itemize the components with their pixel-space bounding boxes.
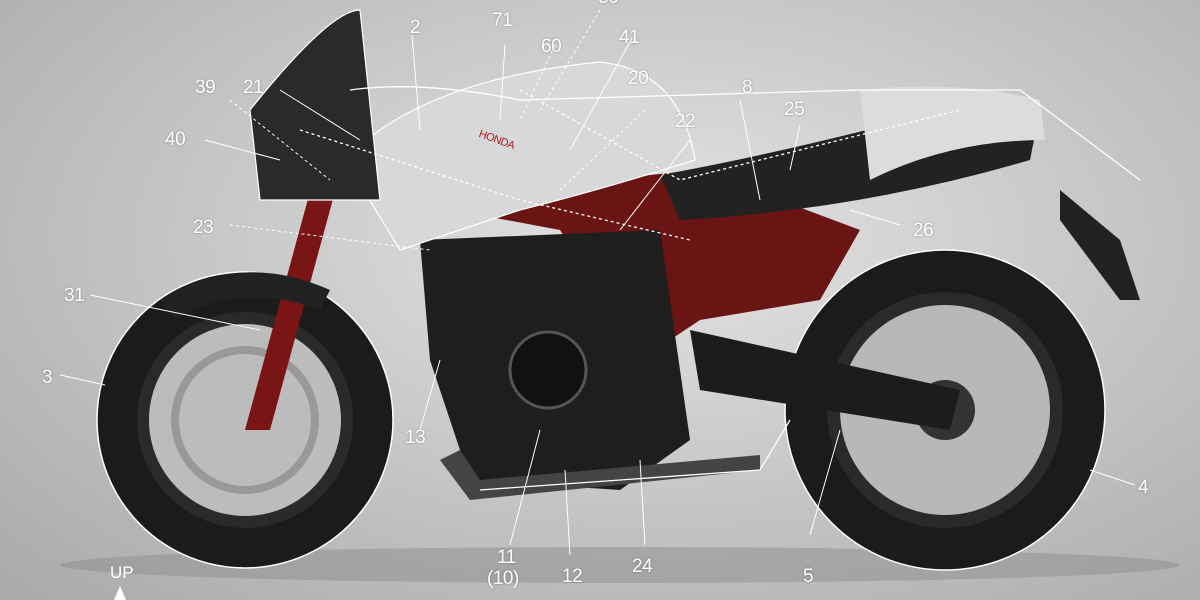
ref-label-25: 25 [784, 99, 805, 120]
ref-label-40: 40 [165, 129, 186, 150]
ref-label-80: 80 [598, 0, 619, 8]
ref-label-41: 41 [619, 27, 640, 48]
ref-label-31: 31 [64, 285, 85, 306]
ref-label-12: 12 [562, 566, 583, 587]
front-fender [160, 272, 330, 320]
ref-label-24: 24 [632, 556, 653, 577]
swingarm [690, 330, 960, 430]
ref-label-2: 2 [410, 17, 421, 38]
ref-label-21: 21 [243, 77, 264, 98]
up-direction-label: UP [110, 563, 134, 582]
leader-lines [59, 9, 1136, 556]
ref-label-23: 23 [193, 217, 214, 238]
tail-cowl [860, 86, 1045, 180]
ref-label-22: 22 [675, 111, 696, 132]
ref-label-3: 3 [42, 367, 53, 388]
ref-label-11: 11 [497, 547, 516, 568]
outline-lines [299, 86, 1141, 491]
fuel-tank [344, 61, 696, 251]
headlight-cowl [249, 9, 381, 201]
ref-label-71: 71 [492, 10, 513, 31]
ref-label-26: 26 [913, 220, 934, 241]
rear-hugger [1060, 190, 1140, 300]
front-wheel [96, 271, 394, 569]
ref-label-10: (10) [487, 568, 519, 589]
ref-label-60: 60 [541, 36, 562, 57]
ref-label-4: 4 [1138, 477, 1149, 498]
ref-label-13: 13 [405, 427, 426, 448]
ref-label-39: 39 [195, 77, 216, 98]
ref-label-5: 5 [803, 566, 814, 587]
ref-label-20: 20 [628, 68, 649, 89]
ref-label-8: 8 [742, 77, 753, 98]
up-arrow-icon [114, 586, 126, 600]
